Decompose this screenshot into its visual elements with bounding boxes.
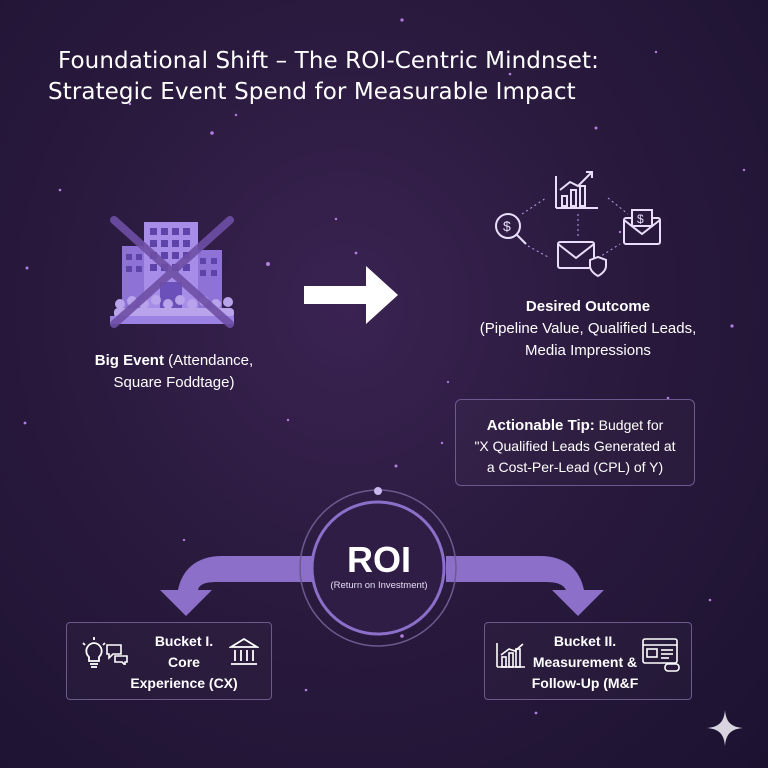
bucket-1-label: Bucket I. Core Experience (CX) xyxy=(129,631,239,694)
dollar-envelope-icon: $ xyxy=(623,209,661,245)
tip-label-bold: Actionable Tip: xyxy=(486,417,595,434)
growth-chart-icon xyxy=(555,171,598,209)
bank-building-icon xyxy=(229,637,259,665)
svg-text:$: $ xyxy=(637,212,644,226)
email-shield-icon xyxy=(557,241,607,278)
bucket-2-line3: Follow-Up (M&F xyxy=(531,675,639,691)
bucket-1-line3: Experience (CX) xyxy=(130,675,238,691)
old-model-caption: Big Event (Attendance, Square Foddtage) xyxy=(64,350,284,394)
sparkle-icon xyxy=(707,710,743,746)
curved-arrow-right xyxy=(446,556,604,616)
outcome-label-line2: (Pipeline Value, Qualified Leads, xyxy=(479,320,697,337)
roi-sublabel: (Return on Investment) xyxy=(330,580,428,591)
bucket-2-line2: Measurement & xyxy=(532,654,638,670)
outcome-label-line3: Media Impressions xyxy=(525,342,651,359)
title-line-1: Foundational Shift – The ROI-Centric Min… xyxy=(58,48,599,74)
chat-bubbles-icon xyxy=(106,644,128,665)
dashboard-screen-icon xyxy=(642,638,680,672)
lightbulb-icon xyxy=(82,637,106,668)
title-line-2: Strategic Event Spend for Measurable Imp… xyxy=(48,79,576,105)
bucket-2-box: Bucket II. Measurement & Follow-Up (M&F xyxy=(484,622,692,700)
tip-line-3: a Cost-Per-Lead (CPL) of Y) xyxy=(486,459,664,475)
tip-label-rest: Budget for xyxy=(594,417,664,433)
tip-line-2: "X Qualified Leads Generated at xyxy=(474,438,676,454)
bar-chart-icon xyxy=(496,643,525,668)
old-model-label-rest: (Attendance, xyxy=(163,352,254,369)
roi-label: ROI xyxy=(346,539,411,580)
bucket-2-line1: Bucket II. xyxy=(553,633,617,649)
old-model-label-line2: Square Foddtage) xyxy=(113,374,235,391)
curved-arrow-left xyxy=(160,556,318,616)
page-title: Foundational Shift – The ROI-Centric Min… xyxy=(48,46,599,108)
arrow-right-icon xyxy=(304,266,398,324)
svg-text:$: $ xyxy=(503,218,511,234)
bucket-1-box: Bucket I. Core Experience (CX) xyxy=(66,622,272,700)
dollar-search-icon: $ xyxy=(495,213,527,245)
actionable-tip-box: Actionable Tip: Budget for "X Qualified … xyxy=(455,399,695,486)
outcome-label-bold: Desired Outcome xyxy=(525,298,651,315)
crossed-out-building-icon xyxy=(110,216,234,328)
outcome-network-graphic: $ $ xyxy=(495,171,661,278)
old-model-label-bold: Big Event xyxy=(94,352,164,369)
outcome-caption: Desired Outcome (Pipeline Value, Qualifi… xyxy=(448,296,728,362)
bucket-1-line2: Core xyxy=(168,654,200,670)
bucket-2-label: Bucket II. Measurement & Follow-Up (M&F xyxy=(527,631,643,694)
bucket-1-line1: Bucket I. xyxy=(154,633,214,649)
